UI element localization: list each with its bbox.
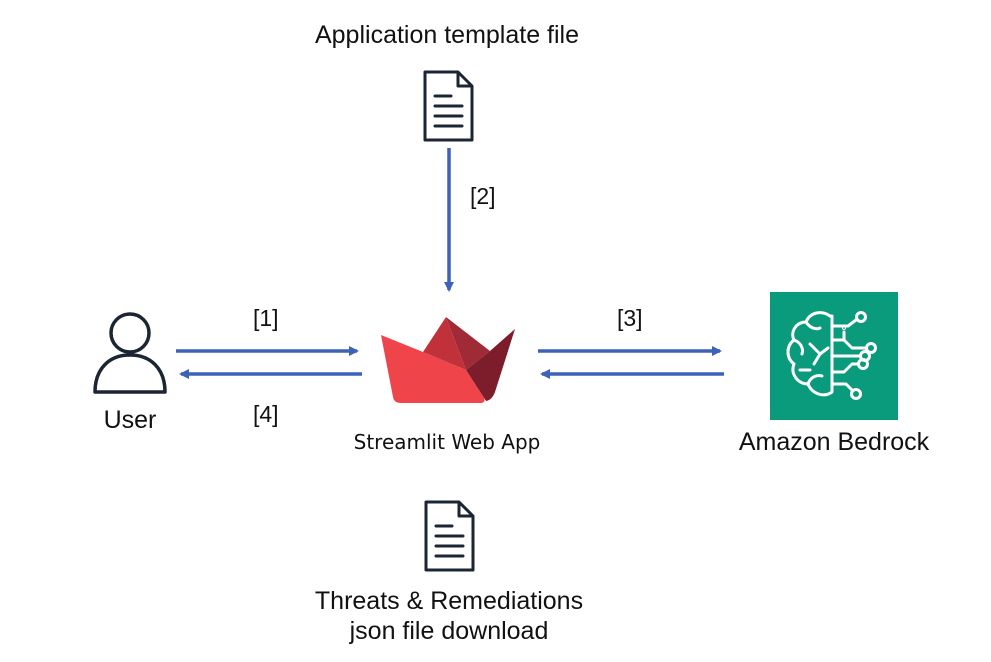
user-label: User xyxy=(103,406,157,434)
output-file-label-line2: json file download xyxy=(349,617,549,645)
output-file-label-line1: Threats & Remediations xyxy=(314,587,584,615)
step-3-label: [3] xyxy=(617,305,643,331)
bedrock-brain-icon xyxy=(786,311,877,400)
bedrock-icon-box xyxy=(770,292,898,420)
step-4-label: [4] xyxy=(253,401,279,427)
streamlit-logo xyxy=(381,317,515,403)
step-2-label: [2] xyxy=(470,183,496,209)
user-icon xyxy=(93,312,167,394)
template-file-label: Application template file xyxy=(314,21,580,49)
output-file-document-icon xyxy=(424,500,475,572)
template-file-document-icon xyxy=(423,70,474,142)
streamlit-label: Streamlit Web App xyxy=(353,430,541,454)
output-file-label: Threats & Remediations json file downloa… xyxy=(315,586,583,646)
bedrock-label: Amazon Bedrock xyxy=(738,428,930,456)
step-1-label: [1] xyxy=(253,305,279,331)
